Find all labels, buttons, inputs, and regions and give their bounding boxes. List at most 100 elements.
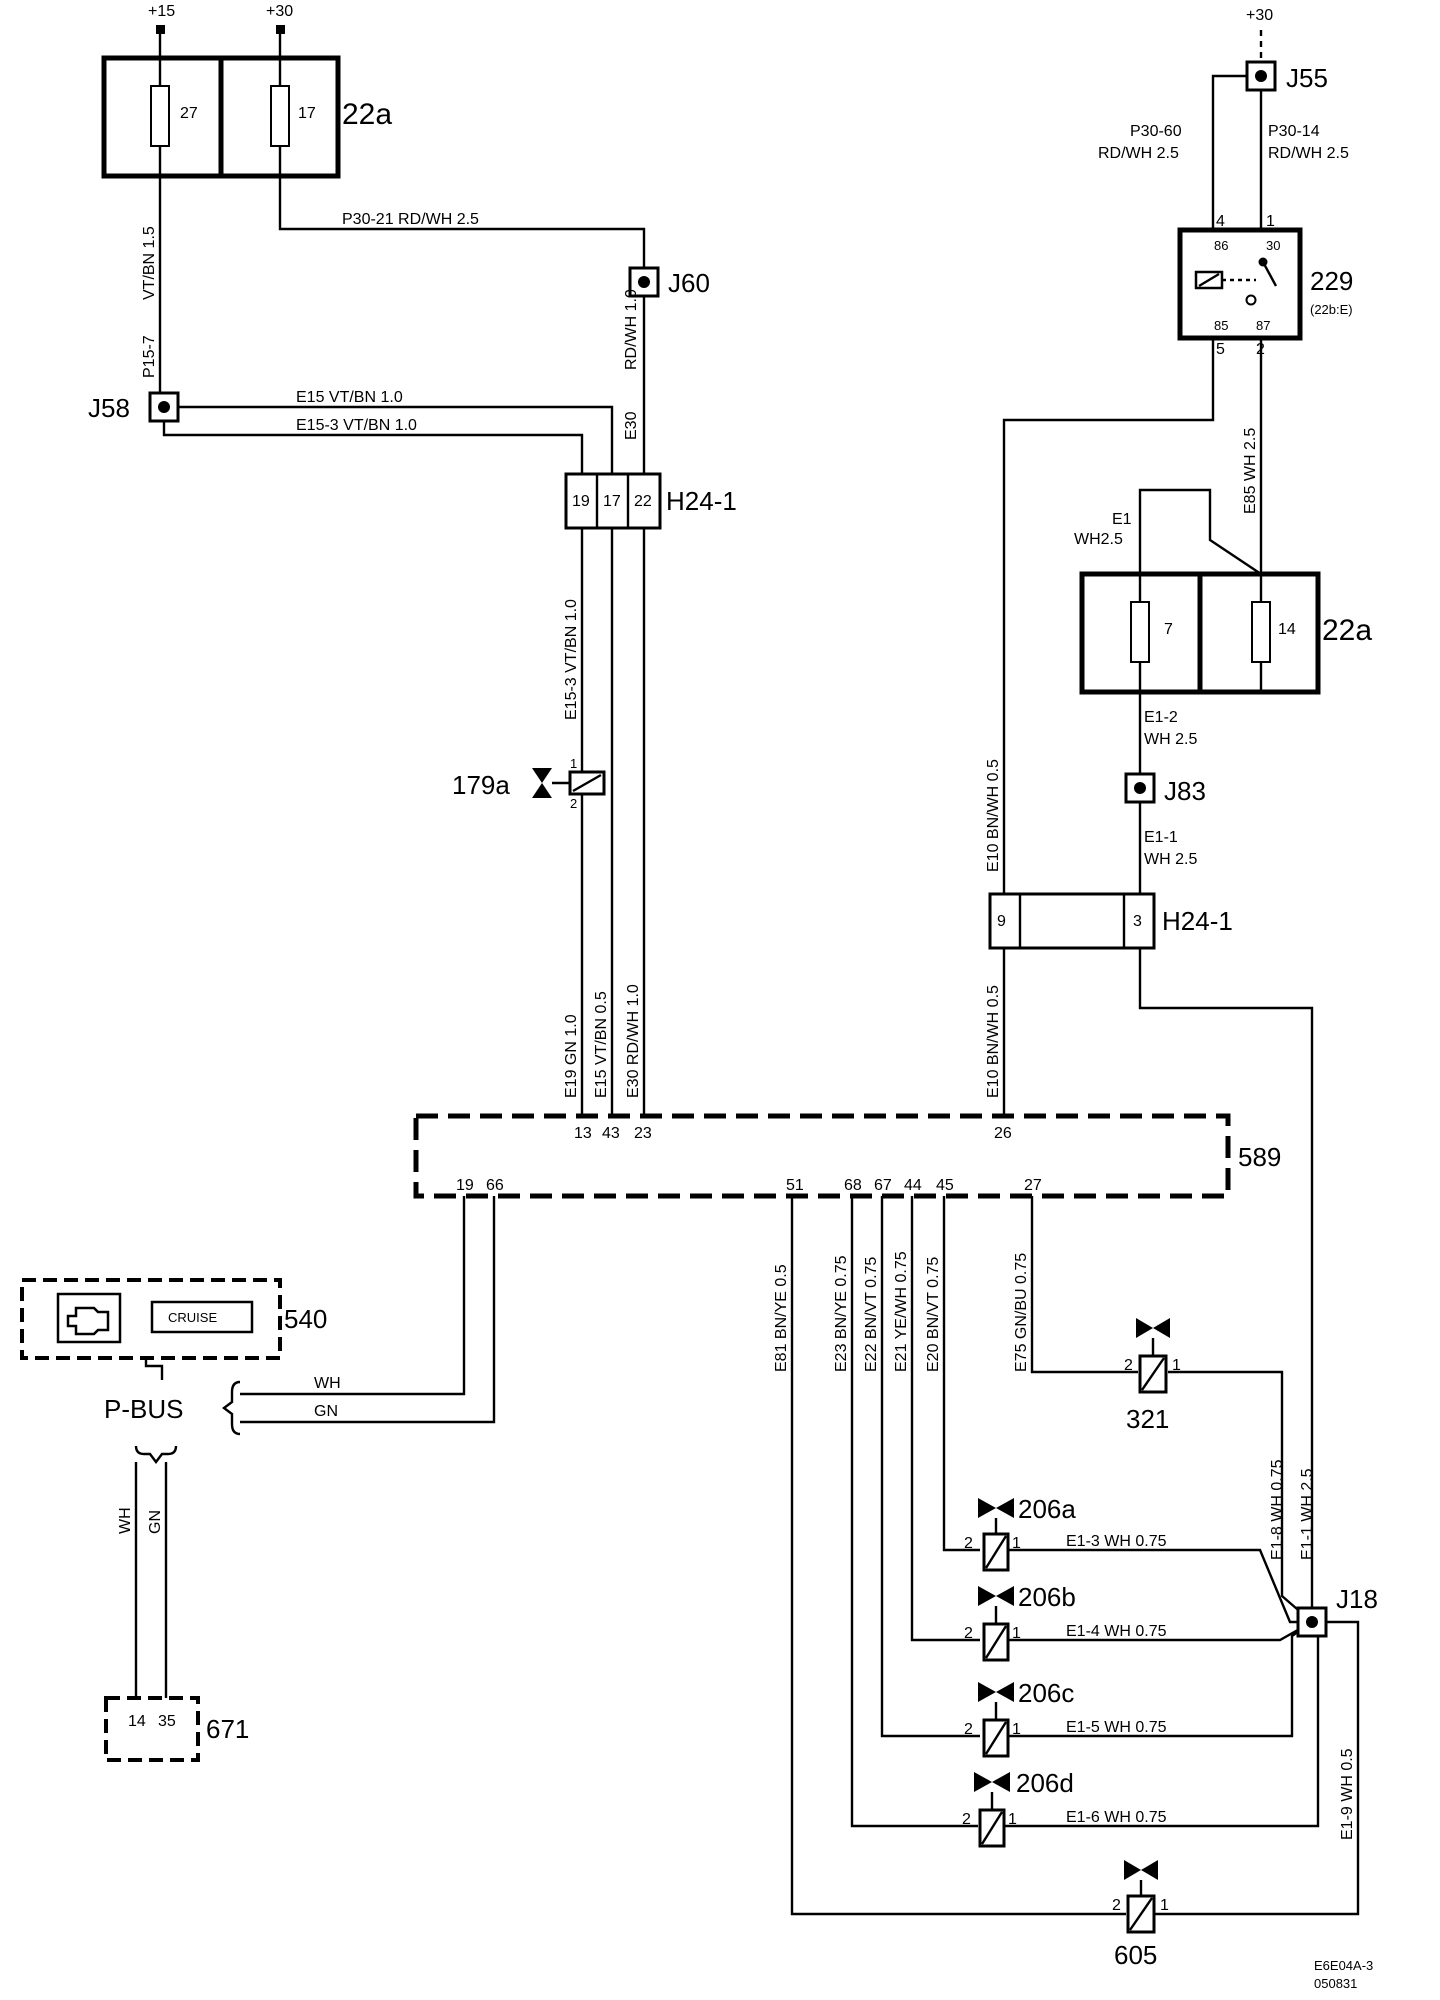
svg-text:2: 2 <box>1124 1357 1133 1374</box>
svg-text:E15 VT/BN 0.5: E15 VT/BN 0.5 <box>593 991 610 1098</box>
svg-text:30: 30 <box>1266 238 1280 253</box>
fuse-17 <box>270 85 290 147</box>
valve-321-ref: 321 <box>1126 1404 1169 1434</box>
joint-j58-label: J58 <box>88 393 130 423</box>
svg-text:2: 2 <box>964 1625 973 1642</box>
valve-605-ref: 605 <box>1114 1940 1157 1970</box>
valve-206b: 2 1 <box>964 1586 1021 1662</box>
ecu-589-ref: 589 <box>1238 1142 1281 1172</box>
svg-text:4: 4 <box>1216 213 1225 230</box>
svg-text:E1-1: E1-1 <box>1144 829 1178 846</box>
relay-229-loc: (22b:E) <box>1310 302 1353 317</box>
connector-h24-1-left-ref: H24-1 <box>666 486 737 516</box>
svg-text:1: 1 <box>1266 213 1275 230</box>
engine-icon <box>66 1306 110 1336</box>
svg-text:66: 66 <box>486 1177 504 1194</box>
fuse-box-top-ref: 22a <box>342 98 392 131</box>
joint-j55-label: J55 <box>1286 63 1328 93</box>
fuse-27 <box>150 85 170 147</box>
svg-text:E15-3 VT/BN 1.0: E15-3 VT/BN 1.0 <box>563 599 580 720</box>
svg-text:E75 GN/BU 0.75: E75 GN/BU 0.75 <box>1013 1253 1030 1372</box>
supply-terminal-15 <box>156 25 165 34</box>
svg-text:E21 YE/WH 0.75: E21 YE/WH 0.75 <box>893 1251 910 1372</box>
svg-text:19: 19 <box>456 1177 474 1194</box>
doc-date: 050831 <box>1314 1976 1357 1991</box>
svg-text:13: 13 <box>574 1125 592 1142</box>
valve-321: 2 1 <box>1124 1318 1181 1394</box>
svg-text:14: 14 <box>1278 621 1296 638</box>
svg-text:1: 1 <box>1012 1535 1021 1552</box>
svg-text:17: 17 <box>298 105 316 122</box>
svg-text:E19 GN 1.0: E19 GN 1.0 <box>563 1014 580 1098</box>
svg-text:VT/BN 1.5: VT/BN 1.5 <box>141 226 158 300</box>
svg-text:51: 51 <box>786 1177 804 1194</box>
svg-text:WH 2.5: WH 2.5 <box>1144 731 1197 748</box>
svg-text:E10 BN/WH 0.5: E10 BN/WH 0.5 <box>985 985 1002 1098</box>
svg-text:E1-2: E1-2 <box>1144 709 1178 726</box>
svg-text:45: 45 <box>936 1177 954 1194</box>
svg-text:RD/WH 2.5: RD/WH 2.5 <box>1268 145 1349 162</box>
valve-206b-ref: 206b <box>1018 1582 1076 1612</box>
supply-label-30-left: +30 <box>266 3 293 20</box>
svg-text:2: 2 <box>1112 1897 1121 1914</box>
diag-connector-671-ref: 671 <box>206 1714 249 1744</box>
svg-text:P15-7: P15-7 <box>141 335 158 378</box>
fuse-14 <box>1251 601 1271 663</box>
svg-text:19: 19 <box>572 493 590 510</box>
diag-connector-671 <box>104 1696 200 1762</box>
ecu-589 <box>413 1113 1231 1199</box>
svg-text:E15 VT/BN 1.0: E15 VT/BN 1.0 <box>296 389 403 406</box>
svg-text:E1-5 WH 0.75: E1-5 WH 0.75 <box>1066 1719 1167 1736</box>
valve-206c-ref: 206c <box>1018 1678 1074 1708</box>
svg-text:E1-1 WH 2.5: E1-1 WH 2.5 <box>1299 1468 1316 1560</box>
svg-text:E10 BN/WH 0.5: E10 BN/WH 0.5 <box>985 759 1002 872</box>
svg-text:E1-3 WH 0.75: E1-3 WH 0.75 <box>1066 1533 1167 1550</box>
svg-text:3: 3 <box>1133 913 1142 930</box>
svg-text:WH: WH <box>314 1375 341 1392</box>
cruise-indicator <box>150 1300 254 1334</box>
instrument-540-ref: 540 <box>284 1304 327 1334</box>
svg-text:E1-4 WH 0.75: E1-4 WH 0.75 <box>1066 1623 1167 1640</box>
svg-text:E30 RD/WH 1.0: E30 RD/WH 1.0 <box>625 984 642 1098</box>
svg-text:WH 2.5: WH 2.5 <box>1144 851 1197 868</box>
svg-text:43: 43 <box>602 1125 620 1142</box>
svg-text:E1: E1 <box>1112 511 1132 528</box>
fuse-7 <box>1130 601 1150 663</box>
svg-text:2: 2 <box>964 1721 973 1738</box>
svg-text:CRUISE: CRUISE <box>168 1310 217 1325</box>
svg-text:22: 22 <box>634 493 652 510</box>
svg-text:RD/WH 1.0: RD/WH 1.0 <box>623 289 640 370</box>
svg-text:85: 85 <box>1214 318 1228 333</box>
svg-text:2: 2 <box>964 1535 973 1552</box>
fuse-box-mid-ref: 22a <box>1322 614 1372 647</box>
svg-text:1: 1 <box>570 756 577 771</box>
svg-text:E20 BN/VT 0.75: E20 BN/VT 0.75 <box>925 1257 942 1372</box>
svg-text:WH2.5: WH2.5 <box>1074 531 1123 548</box>
svg-text:23: 23 <box>634 1125 652 1142</box>
svg-text:E1-8 WH 0.75: E1-8 WH 0.75 <box>1269 1459 1286 1560</box>
svg-text:67: 67 <box>874 1177 892 1194</box>
svg-text:E23 BN/YE 0.75: E23 BN/YE 0.75 <box>833 1255 850 1372</box>
instrument-540: CRUISE <box>20 1278 282 1360</box>
svg-text:87: 87 <box>1256 318 1270 333</box>
svg-text:7: 7 <box>1164 621 1173 638</box>
svg-text:1: 1 <box>1172 1357 1181 1374</box>
fuse-box-mid: 7 14 <box>1079 571 1321 695</box>
component-179a: 1 2 <box>532 756 606 811</box>
svg-text:1: 1 <box>1160 1897 1169 1914</box>
svg-text:17: 17 <box>603 493 621 510</box>
component-179a-ref: 179a <box>452 770 510 800</box>
svg-text:1: 1 <box>1012 1625 1021 1642</box>
valve-206a: 2 1 <box>964 1498 1021 1572</box>
svg-text:GN: GN <box>147 1510 164 1534</box>
supply-label-15: +15 <box>148 3 175 20</box>
svg-text:E85 WH 2.5: E85 WH 2.5 <box>1242 428 1259 514</box>
svg-text:26: 26 <box>994 1125 1012 1142</box>
supply-terminal-30-left <box>276 25 285 34</box>
relay-229: 86 30 85 87 <box>1177 227 1303 341</box>
relay-229-ref: 229 <box>1310 266 1353 296</box>
svg-text:E22 BN/VT 0.75: E22 BN/VT 0.75 <box>863 1257 880 1372</box>
valve-206a-ref: 206a <box>1018 1494 1076 1524</box>
svg-text:44: 44 <box>904 1177 922 1194</box>
